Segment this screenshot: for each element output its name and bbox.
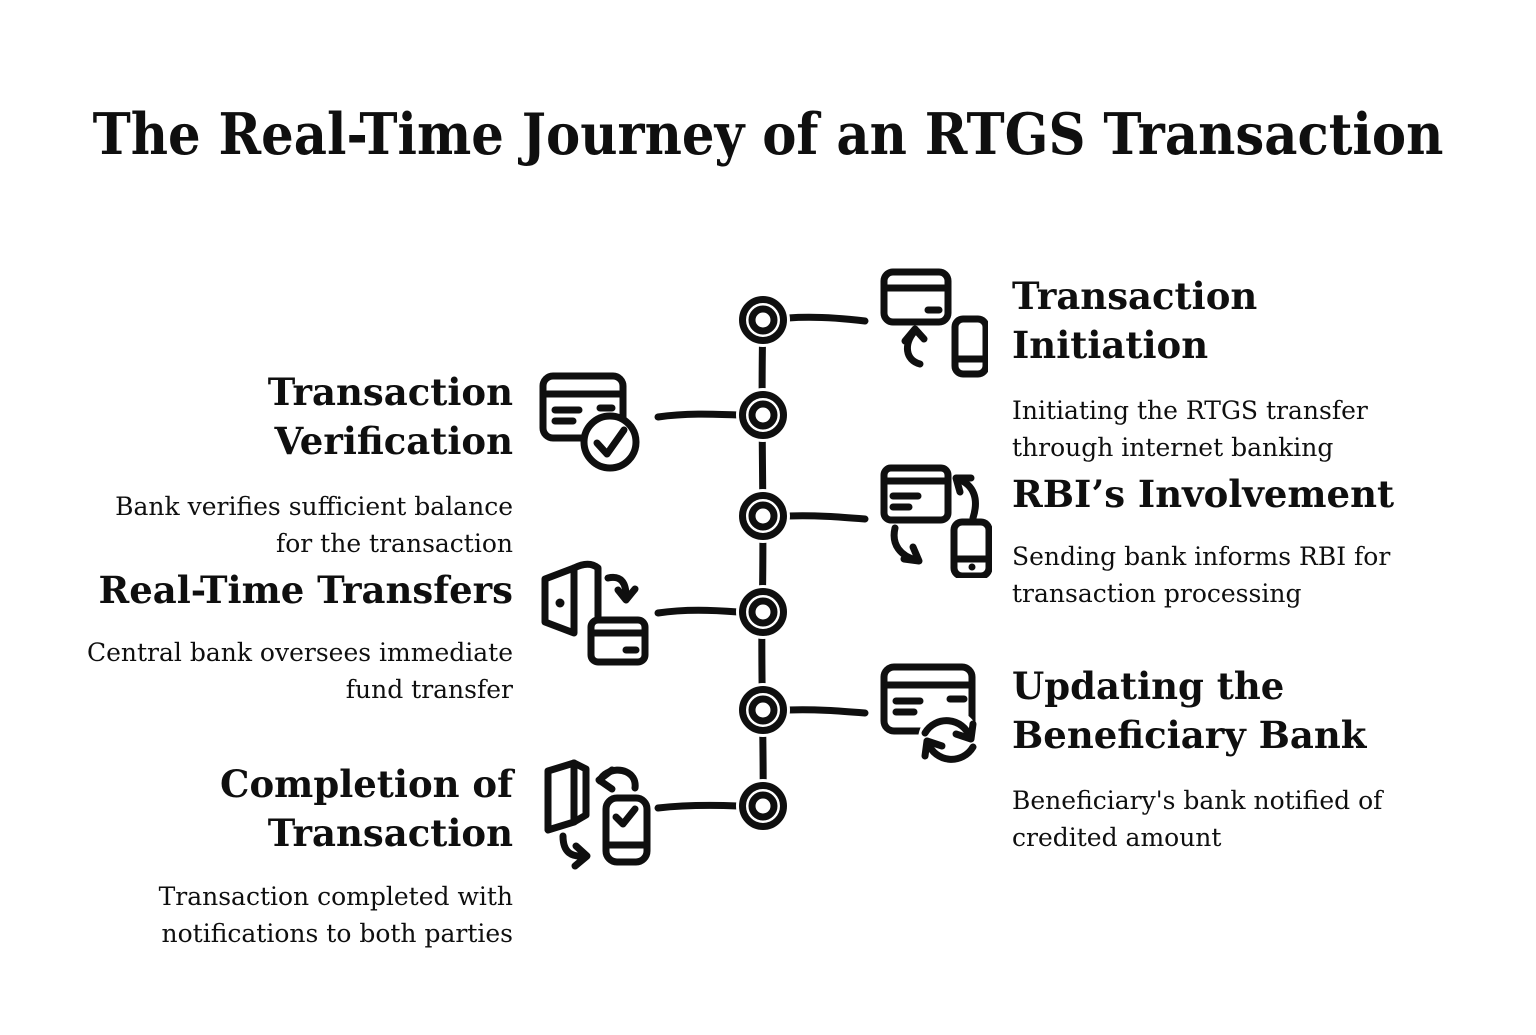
timeline xyxy=(654,293,869,833)
card-phone-exchange-icon xyxy=(878,458,992,578)
card-check-icon xyxy=(534,366,646,472)
connector-left-3 xyxy=(654,801,742,812)
step-heading-updating-beneficiary-bank: Updating the Beneficiary Bank xyxy=(1012,664,1367,757)
card-refresh-icon xyxy=(876,658,990,770)
step-heading-completion-of-transaction: Completion of Transaction xyxy=(220,762,513,855)
page-title: The Real-Time Journey of an RTGS Transac… xyxy=(92,101,1444,168)
timeline-node-3 xyxy=(736,489,790,543)
timeline-node-5 xyxy=(736,683,790,737)
timeline-node-6 xyxy=(736,779,790,833)
door-arrow-card-icon xyxy=(534,560,650,670)
connector-right-1 xyxy=(784,313,869,325)
step-heading-real-time-transfers: Real-Time Transfers xyxy=(98,568,513,612)
connector-left-2 xyxy=(654,606,742,617)
connector-right-3 xyxy=(784,706,869,717)
step-heading-rbi-involvement: RBI’s Involvement xyxy=(1012,472,1395,516)
step-body-transaction-verification: Bank verifies sufficient balance for the… xyxy=(115,492,513,558)
step-heading-transaction-verification: Transaction Verification xyxy=(267,370,513,463)
step-body-completion-of-transaction: Transaction completed with notifications… xyxy=(158,882,513,948)
timeline-node-4 xyxy=(736,585,790,639)
step-body-real-time-transfers: Central bank oversees immediate fund tra… xyxy=(86,638,513,704)
door-phone-check-exchange-icon xyxy=(536,758,652,872)
timeline-node-2 xyxy=(736,388,790,442)
step-body-updating-beneficiary-bank: Beneficiary's bank notified of credited … xyxy=(1012,786,1383,852)
timeline-node-1 xyxy=(736,293,790,347)
step-heading-transaction-initiation: Transaction Initiation xyxy=(1012,274,1258,367)
connector-right-2 xyxy=(784,512,869,523)
step-body-transaction-initiation: Initiating the RTGS transfer through int… xyxy=(1012,396,1368,462)
step-body-rbi-involvement: Sending bank informs RBI for transaction… xyxy=(1012,542,1391,608)
card-arrow-up-phone-icon xyxy=(876,264,988,378)
connector-left-1 xyxy=(654,410,742,421)
